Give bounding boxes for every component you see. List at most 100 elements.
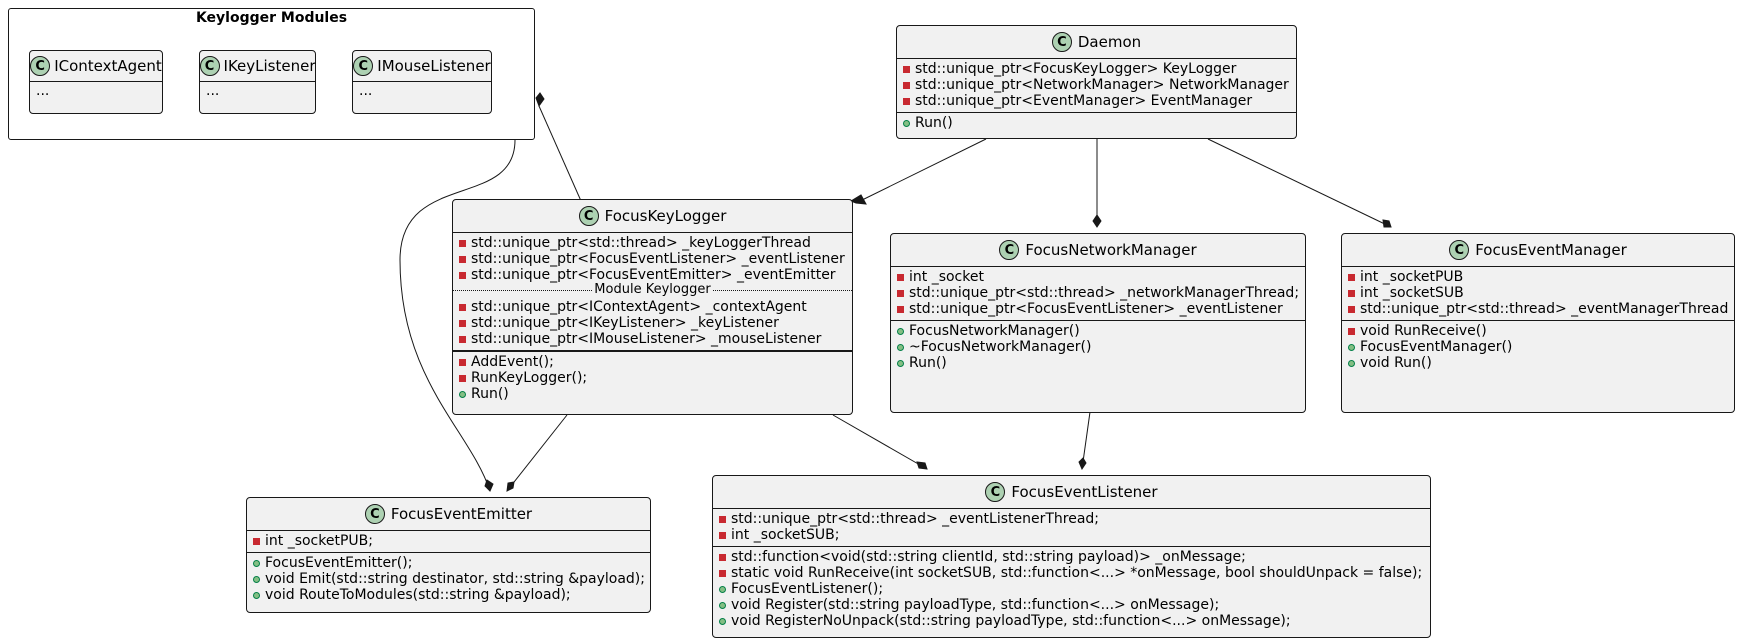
class-c-icon: C: [1051, 32, 1072, 52]
attribute: int _socketPUB: [1360, 269, 1464, 285]
private-icon: [1348, 327, 1355, 335]
class-header: C FocusEventEmitter: [247, 498, 650, 531]
attribute: std::unique_ptr<EventManager> EventManag…: [915, 93, 1253, 109]
private-icon: [719, 553, 726, 561]
attribute: std::unique_ptr<FocusEventListener> _eve…: [471, 251, 845, 267]
private-icon: [1348, 305, 1355, 313]
class-name: IKeyListener: [223, 57, 316, 75]
private-icon: [719, 515, 726, 523]
attribute: int _socketPUB;: [265, 533, 373, 549]
class-body: ...: [36, 83, 50, 99]
class-focusnetworkmanager: C FocusNetworkManager int _socket std::u…: [890, 233, 1306, 413]
methods-section: Run(): [897, 113, 1296, 134]
public-icon: [1348, 343, 1355, 351]
private-icon: [1348, 273, 1355, 281]
module-attributes-section: std::unique_ptr<IContextAgent> _contextA…: [453, 297, 852, 352]
private-icon: [903, 97, 910, 105]
public-icon: [897, 359, 904, 367]
separator-label: Module Keylogger: [592, 282, 713, 297]
class-c-icon: C: [999, 240, 1020, 260]
composition-diamond: [484, 479, 494, 492]
class-c-icon: C: [30, 56, 51, 76]
public-icon: [459, 390, 466, 398]
class-header: C FocusKeyLogger: [453, 200, 852, 233]
method: void RouteToModules(std::string &payload…: [265, 587, 571, 603]
package-title: Keylogger Modules: [195, 10, 348, 26]
private-icon: [459, 374, 466, 382]
class-name: FocusEventListener: [1011, 483, 1158, 501]
edge-focuskeylogger-to-focuseventemitter: [506, 414, 568, 492]
edge-daemon-to-focuseventmanager: [1207, 138, 1392, 228]
public-icon: [253, 559, 260, 567]
method: Run(): [471, 386, 509, 402]
method: void Register(std::string payloadType, s…: [731, 597, 1220, 613]
method: void RunReceive(): [1360, 323, 1487, 339]
class-c-icon: C: [985, 482, 1006, 502]
composition-diamond: [506, 481, 515, 492]
public-icon: [897, 343, 904, 351]
class-header: C IMouseListener: [353, 51, 491, 82]
class-ikeylistener: C IKeyListener ...: [199, 50, 316, 114]
attribute: int _socketSUB: [1360, 285, 1464, 301]
class-c-icon: C: [364, 504, 385, 524]
composition-diamond: [1382, 219, 1392, 228]
private-icon: [719, 569, 726, 577]
class-header: C FocusEventManager: [1342, 234, 1734, 267]
class-name: Daemon: [1077, 33, 1142, 51]
private-icon: [459, 335, 466, 343]
class-name: FocusEventEmitter: [390, 505, 533, 523]
method: FocusEventEmitter();: [265, 555, 413, 571]
attribute: std::unique_ptr<FocusEventListener> _eve…: [909, 301, 1283, 317]
attributes-section: int _socket std::unique_ptr<std::thread>…: [891, 267, 1305, 321]
attributes-section: std::unique_ptr<std::thread> _eventListe…: [713, 509, 1430, 547]
module-separator: Module Keylogger: [453, 282, 852, 297]
attribute: std::unique_ptr<IContextAgent> _contextA…: [471, 299, 807, 315]
attributes-section: int _socketPUB;: [247, 531, 650, 553]
class-c-icon: C: [1449, 240, 1470, 260]
attribute: int _socketSUB;: [731, 527, 840, 543]
methods-section: std::function<void(std::string clientId,…: [713, 547, 1430, 632]
private-icon: [253, 537, 260, 545]
edge-modules-to-focuseventemitter: [399, 139, 516, 492]
class-header: C Daemon: [897, 26, 1296, 59]
attribute: std::unique_ptr<std::thread> _eventListe…: [731, 511, 1100, 527]
class-c-icon: C: [353, 56, 374, 76]
public-icon: [897, 327, 904, 335]
methods-section: FocusEventEmitter(); void Emit(std::stri…: [247, 553, 650, 606]
class-name: FocusEventManager: [1475, 241, 1627, 259]
method: Run(): [915, 115, 953, 131]
attribute: std::unique_ptr<std::thread> _keyLoggerT…: [471, 235, 811, 251]
private-icon: [897, 305, 904, 313]
methods-section: void RunReceive() FocusEventManager() vo…: [1342, 321, 1734, 374]
class-focuseventmanager: C FocusEventManager int _socketPUB int _…: [1341, 233, 1735, 413]
class-name: FocusNetworkManager: [1025, 241, 1197, 259]
attributes-section: std::unique_ptr<FocusKeyLogger> KeyLogge…: [897, 59, 1296, 113]
attribute: std::unique_ptr<std::thread> _networkMan…: [909, 285, 1300, 301]
method: Run(): [909, 355, 947, 371]
attributes-section: std::unique_ptr<std::thread> _keyLoggerT…: [453, 233, 852, 283]
methods-section: FocusNetworkManager() ~FocusNetworkManag…: [891, 321, 1305, 374]
class-daemon: C Daemon std::unique_ptr<FocusKeyLogger>…: [896, 25, 1297, 139]
class-body: ...: [359, 83, 373, 99]
class-c-icon: C: [578, 206, 599, 226]
public-icon: [1348, 359, 1355, 367]
attribute: int _socket: [909, 269, 984, 285]
class-focuskeylogger: C FocusKeyLogger std::unique_ptr<std::th…: [452, 199, 853, 415]
methods-section: AddEvent(); RunKeyLogger(); Run(): [453, 352, 852, 405]
attribute: std::unique_ptr<IMouseListener> _mouseLi…: [471, 331, 822, 347]
private-icon: [903, 65, 910, 73]
class-header: C FocusEventListener: [713, 476, 1430, 509]
class-name: IMouseListener: [377, 57, 491, 75]
public-icon: [903, 119, 910, 127]
attribute: std::unique_ptr<FocusKeyLogger> KeyLogge…: [915, 61, 1237, 77]
composition-diamond: [916, 461, 928, 470]
composition-diamond: [849, 194, 867, 205]
edge-modules-to-focuskeylogger: [538, 105, 586, 211]
class-name: FocusKeyLogger: [604, 207, 727, 225]
method: std::function<void(std::string clientId,…: [731, 549, 1246, 565]
method: FocusNetworkManager(): [909, 323, 1080, 339]
private-icon: [897, 289, 904, 297]
method: AddEvent();: [471, 354, 554, 370]
public-icon: [253, 575, 260, 583]
